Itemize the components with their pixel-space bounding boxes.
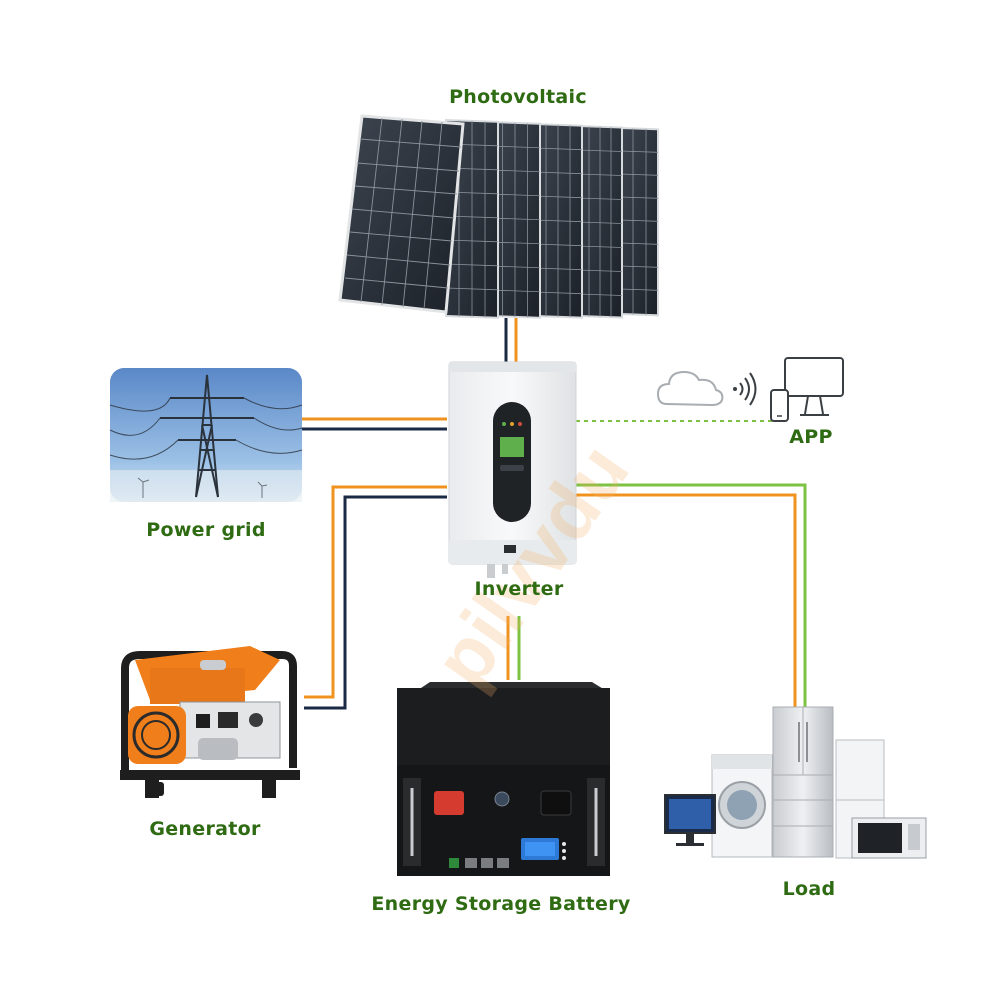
appliances-image [664,706,927,859]
power-grid-image [109,368,303,502]
label-inverter: Inverter [474,578,564,600]
battery-image [397,682,610,876]
label-power-grid: Power grid [146,519,266,541]
label-load: Load [782,878,836,900]
label-energy-storage-battery: Energy Storage Battery [371,893,631,915]
load-wire-green [576,483,807,707]
wifi-signal-icon [733,372,757,406]
label-app: APP [789,426,833,448]
label-photovoltaic: Photovoltaic [449,86,587,108]
cloud-icon [656,370,724,407]
wires [302,318,807,710]
front-panel-grid [344,117,462,310]
load-wire-orange [576,493,797,707]
gen-wire-orange [304,485,447,699]
generator-image [120,646,300,798]
app-icons [656,357,844,422]
solar-panels-image [338,114,659,319]
inverter-image [448,361,577,578]
label-generator: Generator [149,818,261,840]
phone-icon [770,389,789,422]
monitor-icon [784,357,844,416]
gen-wire-navy [304,495,447,710]
